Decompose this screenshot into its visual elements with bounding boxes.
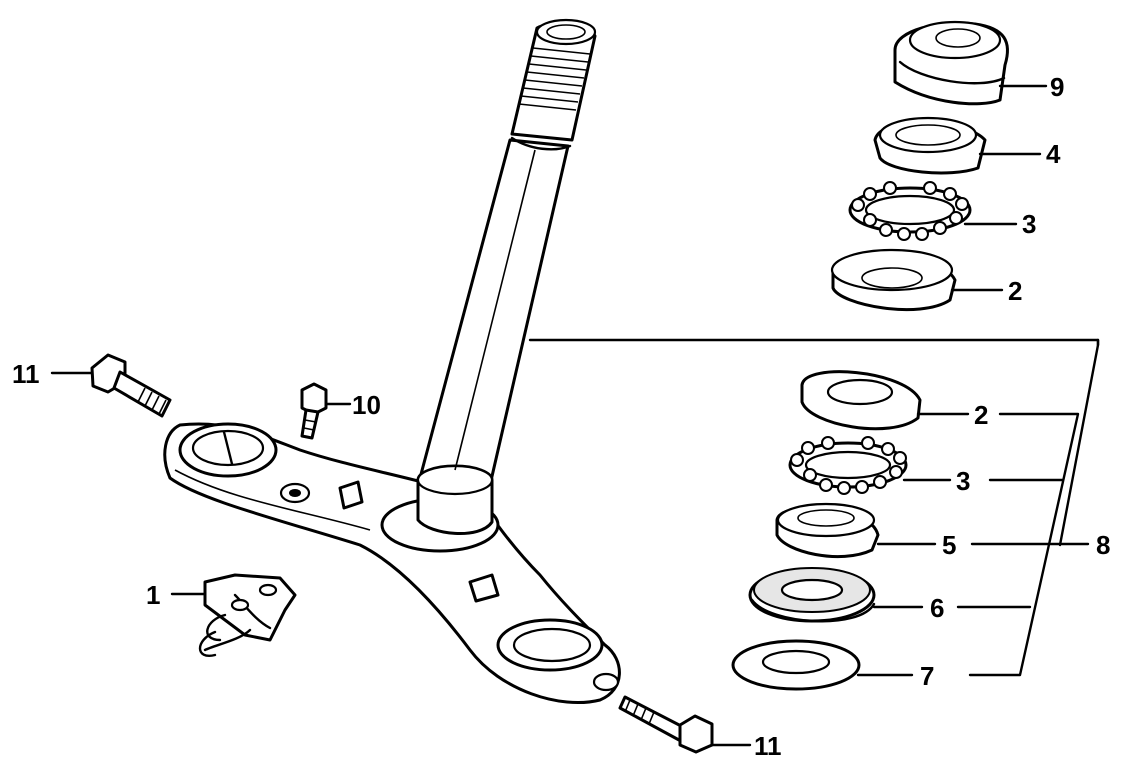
pinch-bolt-right [618,695,714,754]
callout-5: 5 [942,530,956,560]
callout-2-upper: 2 [1008,276,1022,306]
bottom-cone-race [775,502,880,559]
callout-2-lower: 2 [974,400,988,430]
upper-ball-bearing [848,181,972,241]
callout-11-left: 11 [12,359,40,389]
callout-6: 6 [930,593,944,623]
callout-7: 7 [920,661,934,691]
upper-ball-race [830,248,957,312]
pinch-bolt-left [90,353,172,418]
callout-10: 10 [352,390,381,420]
callout-1: 1 [146,580,160,610]
cable-clip [198,573,297,657]
steering-stem-shaft [416,18,597,535]
lower-ball-race [800,370,922,431]
callout-labels: 9 4 3 2 2 3 5 8 6 7 11 10 1 11 [12,72,1110,761]
bottom-bridge [163,422,621,705]
callout-11-right: 11 [754,731,782,761]
top-cone-race [873,116,987,175]
dust-seal-washer [731,639,861,691]
steering-stem-nut [893,20,1009,106]
callout-3-upper: 3 [1022,209,1036,239]
callout-8: 8 [1096,530,1110,560]
callout-3-lower: 3 [956,466,970,496]
lower-ball-bearing [788,436,908,495]
callout-4: 4 [1046,139,1061,169]
dust-seal [748,567,876,623]
leader-lines [50,84,1100,747]
callout-9: 9 [1050,72,1064,102]
bolt-10 [300,382,328,440]
